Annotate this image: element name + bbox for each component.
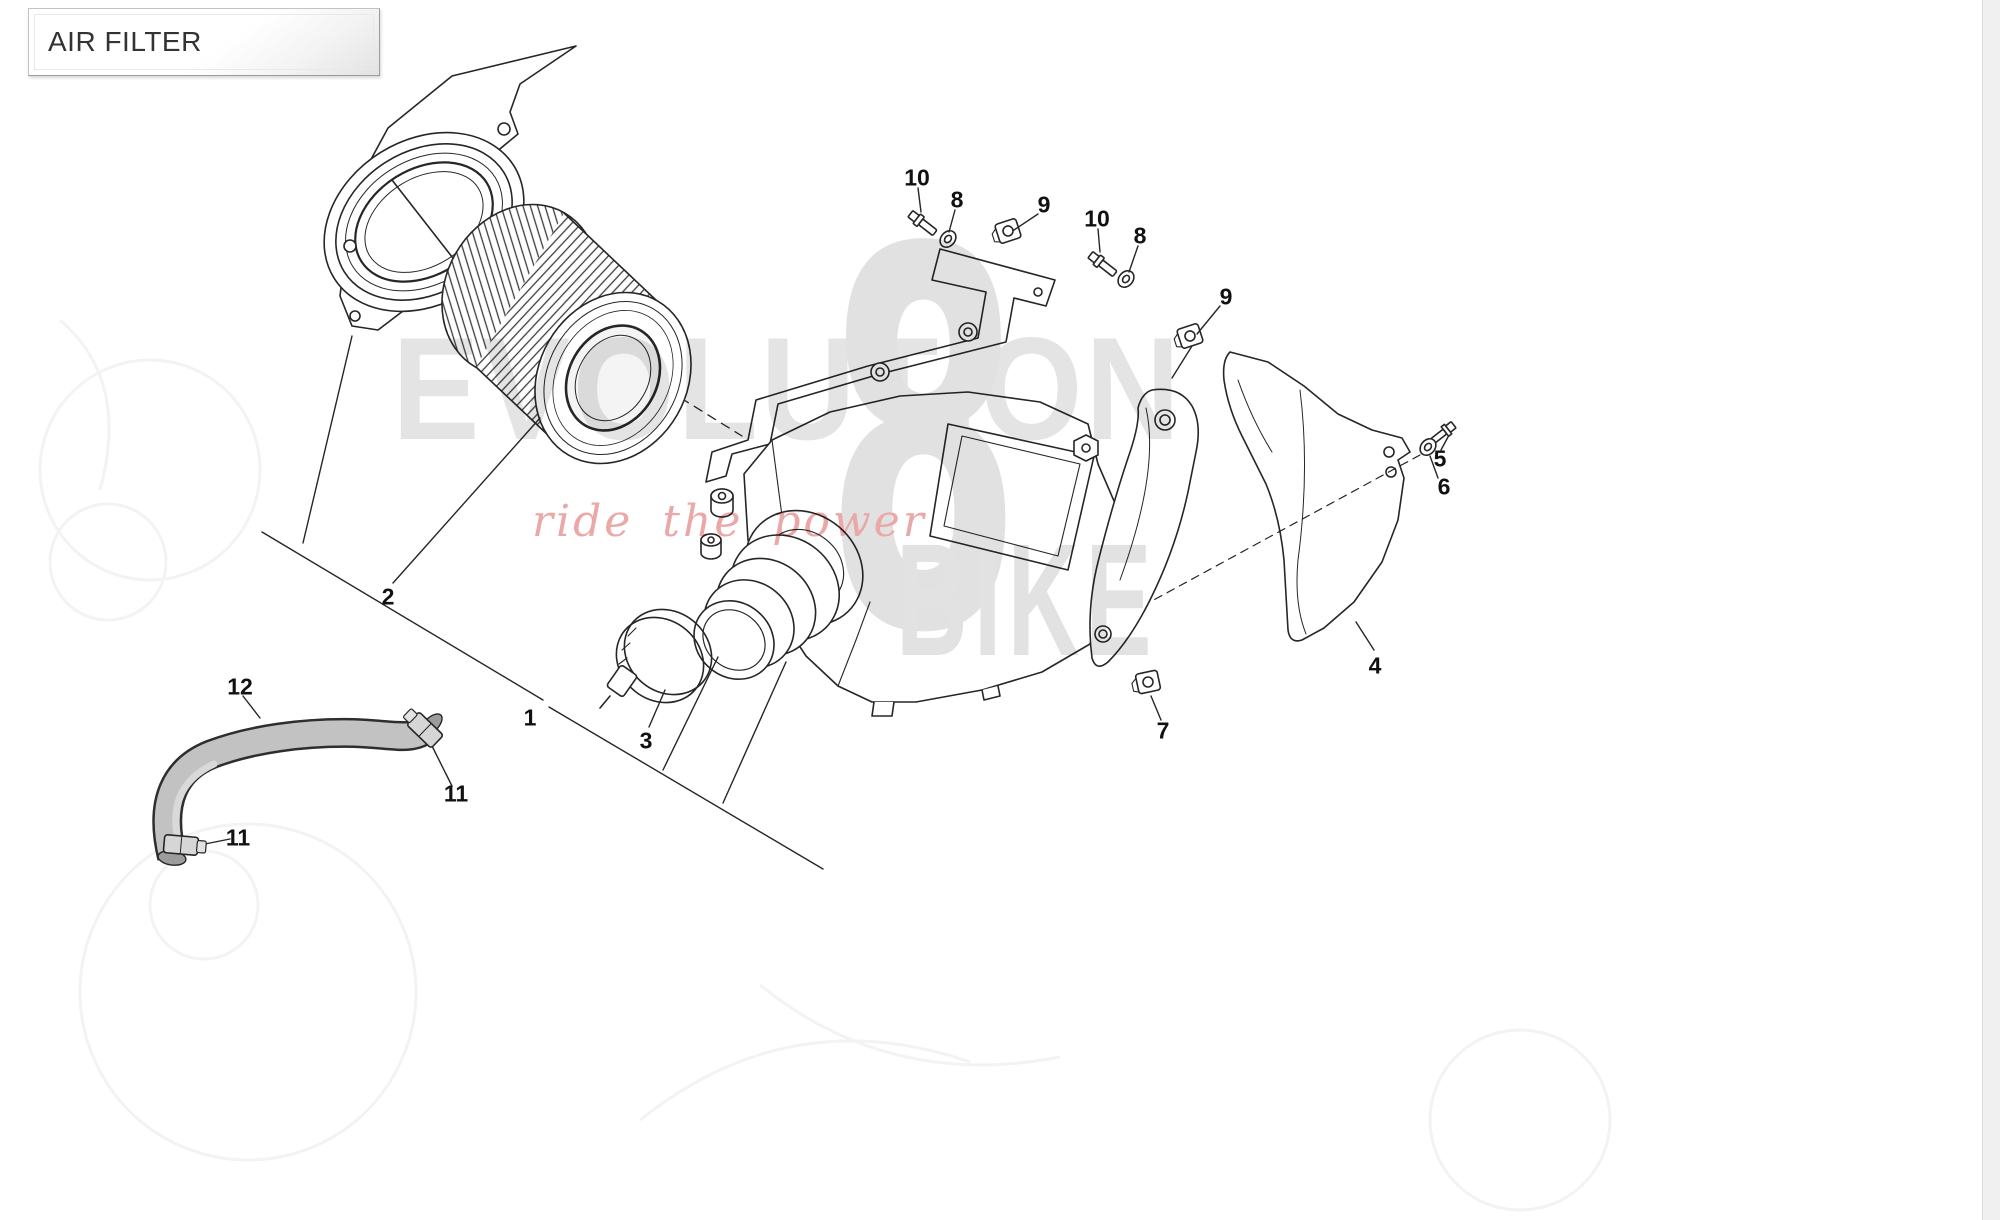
washer-8 — [939, 229, 957, 249]
part-label-11: 11 — [443, 780, 469, 807]
part-label-4: 4 — [1368, 652, 1382, 679]
part-label-6: 6 — [1437, 473, 1451, 500]
part-label-10: 10 — [904, 164, 930, 191]
air-filter-element — [441, 203, 692, 465]
background-sketch — [38, 318, 1612, 1212]
part-label-5: 5 — [1433, 445, 1447, 472]
washer-8 — [1117, 269, 1135, 289]
airbox-housing — [743, 391, 1125, 717]
part-label-8: 8 — [950, 186, 964, 213]
screw-axis-dashed-line — [1149, 454, 1421, 603]
side-panel — [1222, 351, 1411, 642]
clip-nut-7 — [1131, 669, 1162, 695]
rubber-mounts — [700, 488, 734, 560]
title-box: AIR FILTER — [28, 8, 380, 76]
part-label-3: 3 — [639, 727, 653, 754]
intake-duct — [693, 509, 864, 680]
part-label-2: 2 — [381, 583, 395, 610]
hose-clamp-11 — [403, 708, 444, 748]
bolt-10 — [907, 210, 938, 236]
mounting-bracket — [705, 248, 1056, 483]
page-title: AIR FILTER — [48, 26, 202, 57]
part-label-1: 1 — [523, 704, 537, 731]
bolt-10 — [1087, 251, 1118, 277]
washer-6 — [1419, 437, 1437, 457]
inner-guard — [1089, 388, 1200, 667]
clip-nut-9 — [1173, 323, 1204, 349]
part-label-7: 7 — [1156, 717, 1170, 744]
clip-nut-9 — [991, 218, 1022, 244]
part-label-10: 10 — [1084, 205, 1110, 232]
scrollbar-track[interactable] — [1982, 0, 2000, 1220]
leader-lines — [199, 187, 1449, 870]
hose-clamp-11 — [162, 834, 207, 856]
part-label-9: 9 — [1219, 283, 1233, 310]
screw-5 — [1430, 421, 1457, 444]
hose-clamp-3 — [599, 608, 713, 709]
part-label-8: 8 — [1133, 222, 1147, 249]
part-label-12: 12 — [227, 673, 253, 700]
breather-hose — [152, 713, 443, 866]
part-label-11: 11 — [225, 824, 251, 851]
part-label-9: 9 — [1037, 191, 1051, 218]
